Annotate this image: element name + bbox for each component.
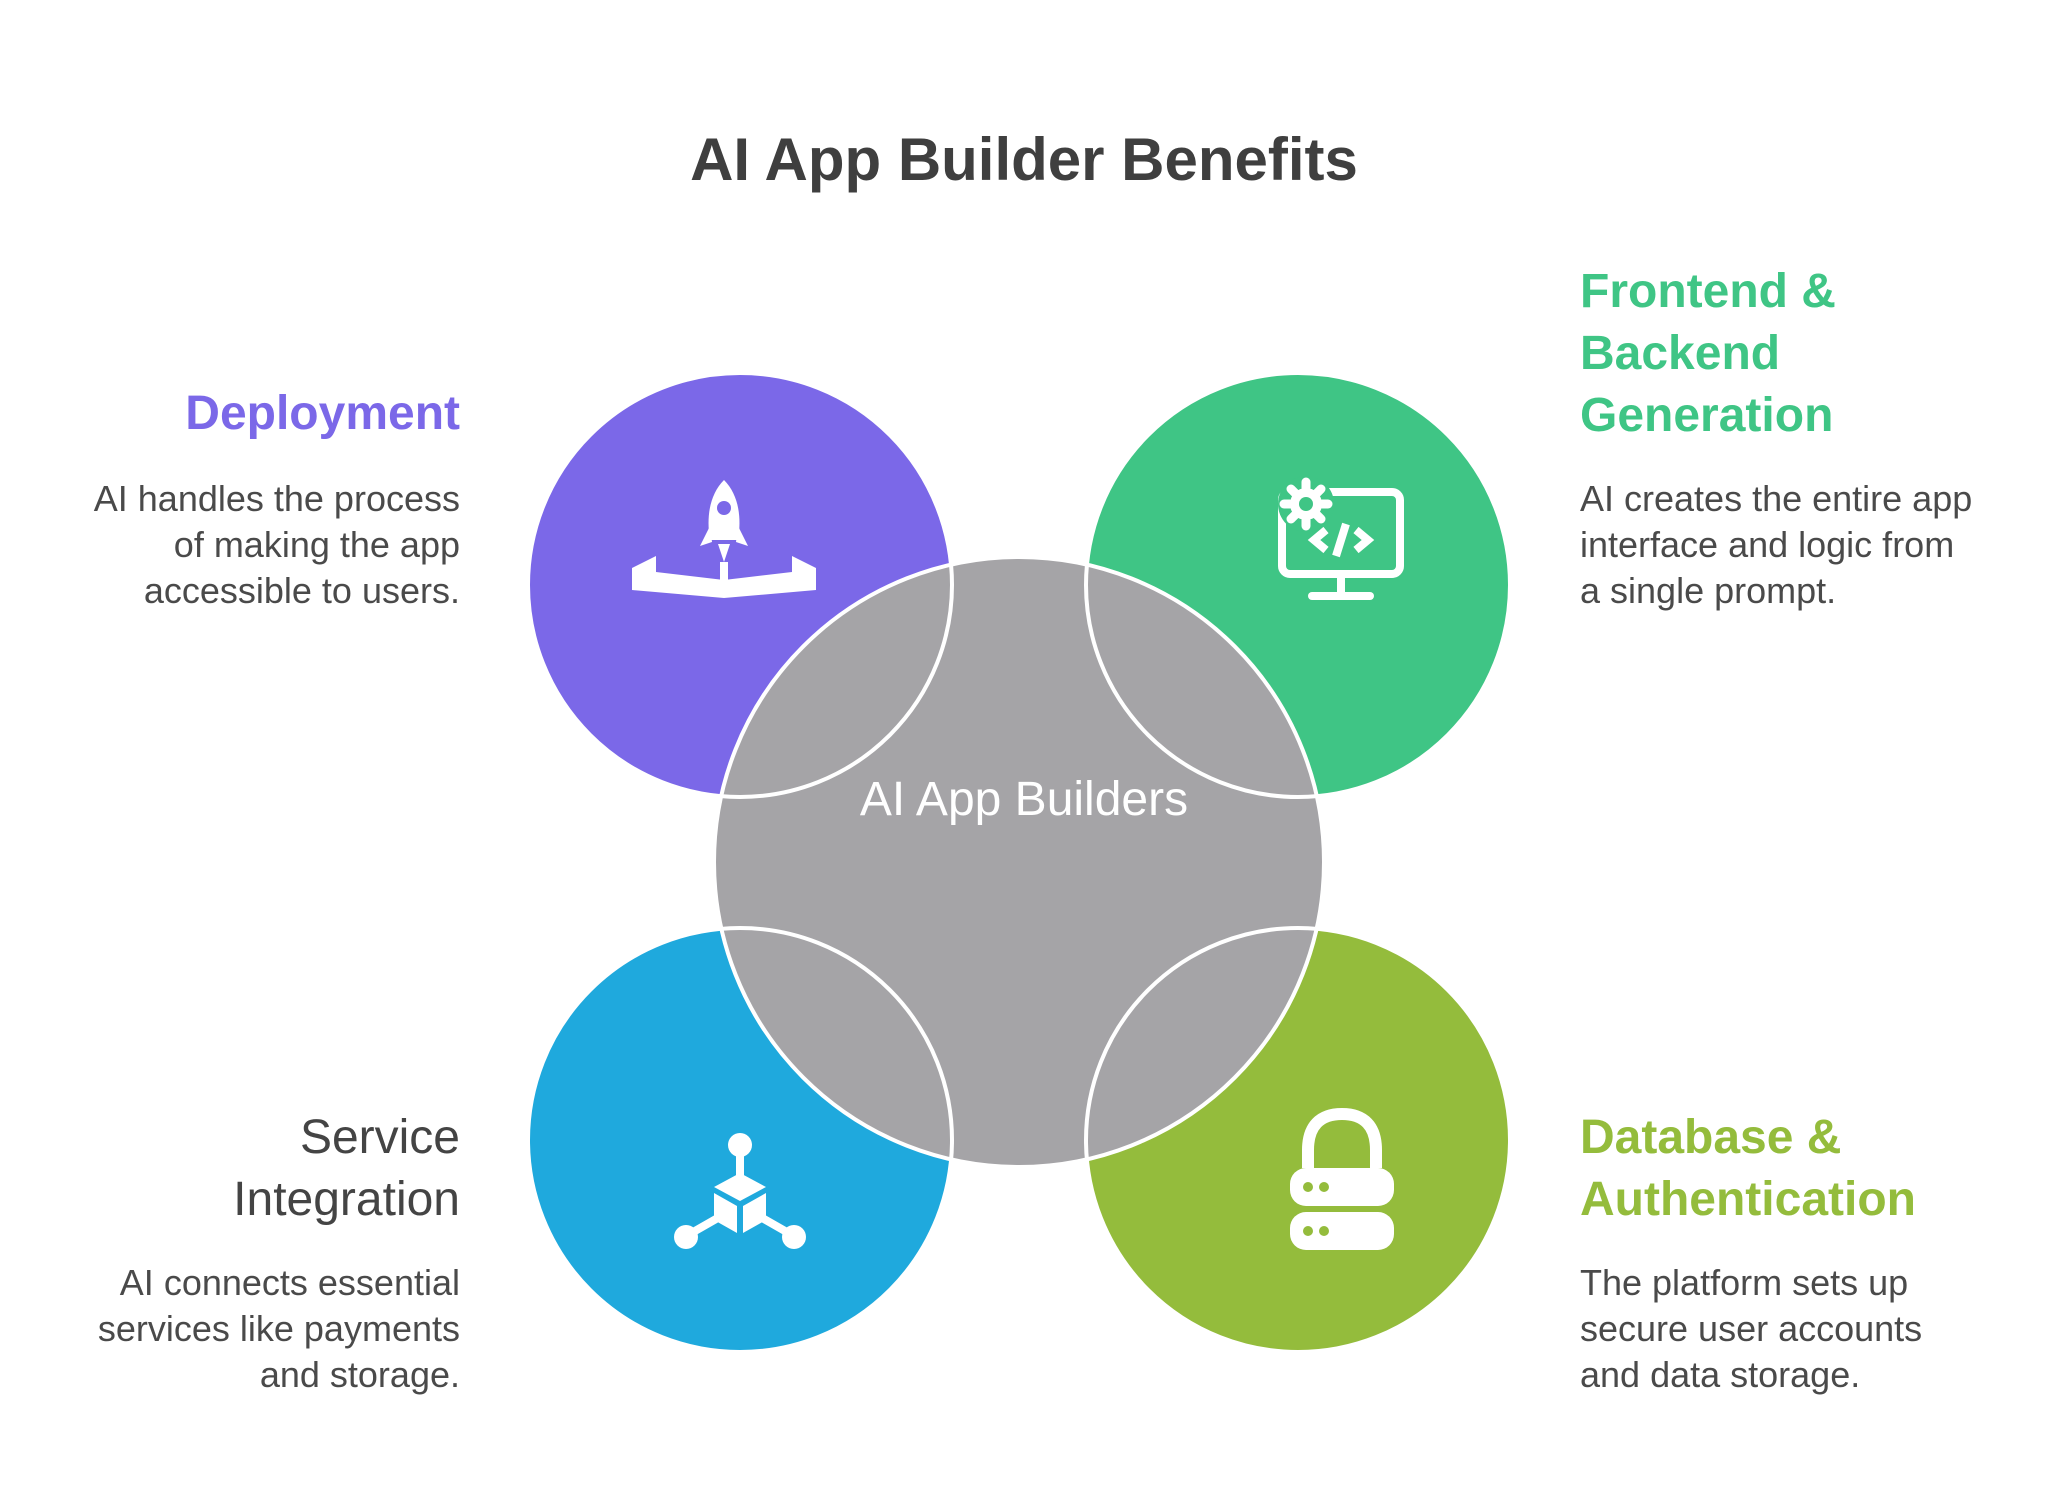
connected-cube-icon <box>674 1133 806 1249</box>
frontend-backend-description: AI creates the entire app interface and … <box>1580 478 1973 611</box>
database-auth-circle-outline <box>1084 926 1512 1354</box>
page-title: AI App Builder Benefits <box>690 126 1358 193</box>
center-label: AI App Builders <box>859 773 1189 826</box>
database-auth-heading: Database & Authentication <box>1580 1111 1916 1226</box>
center-circle <box>712 555 1326 1169</box>
frontend-backend-heading: Frontend & Backend Generation <box>1580 265 1836 442</box>
service-integration-description: AI connects essential services like paym… <box>97 1262 460 1395</box>
deployment-description: AI handles the process of making the app… <box>93 478 460 611</box>
service-integration-heading: Service Integration <box>233 1111 460 1226</box>
rocket-launch-icon <box>632 480 816 598</box>
database-auth-description: The platform sets up secure user account… <box>1580 1262 1923 1395</box>
service-integration-circle-outline <box>526 926 954 1354</box>
secure-server-lock-icon <box>1290 1107 1394 1250</box>
deployment-heading: Deployment <box>185 387 460 440</box>
frontend-backend-circle-outline <box>1084 371 1512 799</box>
code-monitor-gear-icon <box>1278 476 1404 600</box>
deployment-circle-outline <box>526 371 954 799</box>
